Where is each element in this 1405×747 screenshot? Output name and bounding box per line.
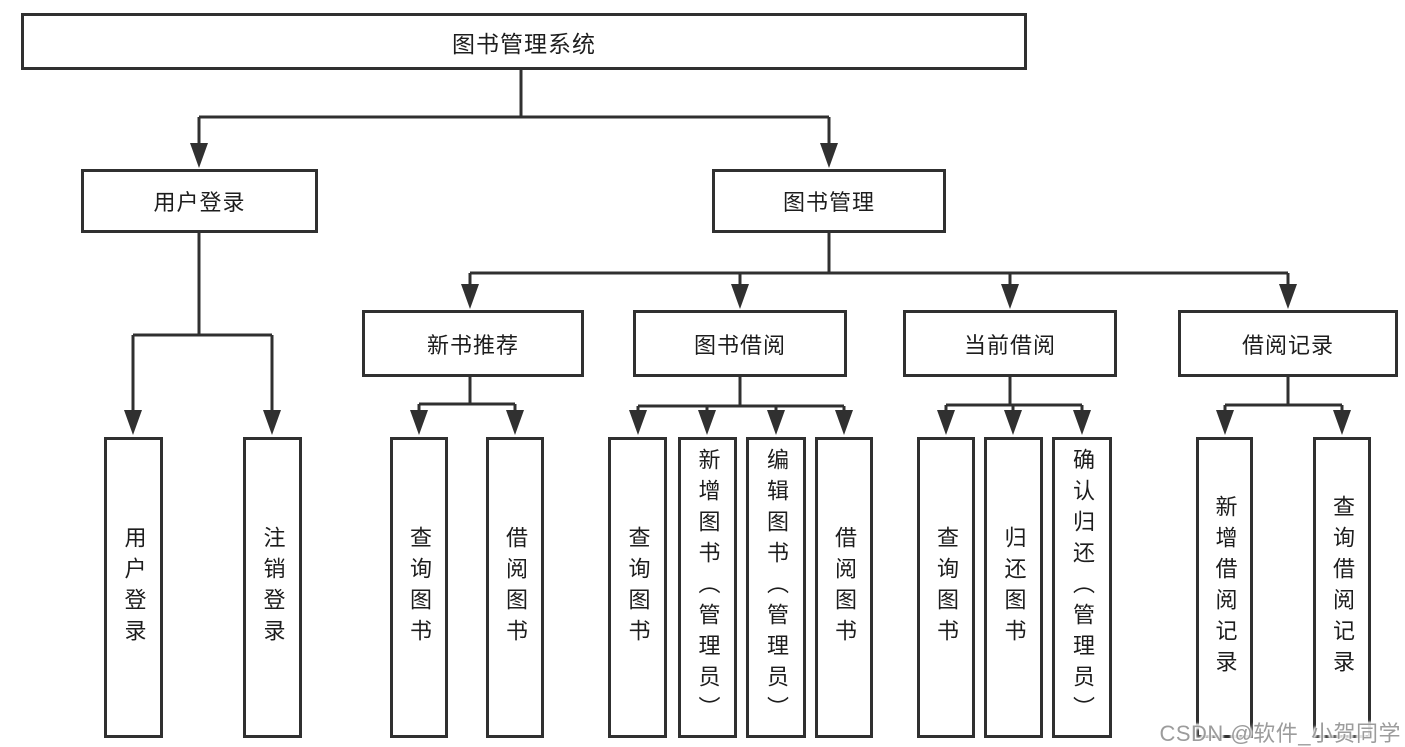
arrowheads-level3 [461, 284, 1297, 309]
leaf-confirm-return-admin-label: 确认归还（管理员） [1070, 448, 1095, 727]
leaf-logout: 注销登录 [243, 437, 302, 738]
leaf-query-books-borrow-label: 查询图书 [625, 525, 651, 650]
leaf-user-login: 用户登录 [104, 437, 163, 738]
leaf-borrow-books: 借阅图书 [815, 437, 873, 738]
node-borrow-records: 借阅记录 [1178, 310, 1398, 377]
leaf-add-books-admin: 新增图书（管理员） [678, 437, 737, 738]
node-book-borrow: 图书借阅 [633, 310, 847, 377]
leaf-return-books: 归还图书 [984, 437, 1043, 738]
edge-book-management-to-level3 [468, 233, 1290, 288]
node-user-login-group-label: 用户登录 [153, 190, 246, 215]
watermark: CSDN @软件_小贺同学 [1159, 721, 1401, 746]
arrowheads-current-borrow-leaves [937, 410, 1091, 435]
arrowheads-new-book-leaves [410, 410, 524, 435]
edge-user-login-to-leaves [131, 233, 274, 414]
leaf-query-books-recommend: 查询图书 [390, 437, 448, 738]
leaf-query-borrow-record-label: 查询借阅记录 [1330, 494, 1355, 681]
leaf-borrow-books-label: 借阅图书 [832, 525, 857, 650]
leaf-logout-label: 注销登录 [260, 525, 286, 650]
leaf-query-books-recommend-label: 查询图书 [407, 525, 432, 650]
node-current-borrow: 当前借阅 [903, 310, 1117, 377]
arrowheads-user-login-leaves [124, 410, 281, 435]
node-new-book-recommend-label: 新书推荐 [426, 332, 519, 358]
edge-borrow-records-to-leaves [1223, 377, 1344, 414]
leaf-edit-books-admin: 编辑图书（管理员） [746, 437, 806, 738]
node-book-borrow-label: 图书借阅 [693, 332, 786, 358]
edge-current-borrow-to-leaves [944, 377, 1084, 414]
leaf-borrow-books-recommend-label: 借阅图书 [503, 525, 528, 650]
leaf-add-borrow-record-label: 新增借阅记录 [1212, 494, 1238, 681]
node-new-book-recommend: 新书推荐 [362, 310, 584, 377]
leaf-query-books-borrow: 查询图书 [608, 437, 667, 738]
node-user-login-group: 用户登录 [81, 169, 318, 233]
leaf-add-borrow-record: 新增借阅记录 [1196, 437, 1253, 738]
edge-book-borrow-to-leaves [636, 377, 846, 414]
leaf-query-books-current-label: 查询图书 [934, 525, 959, 650]
leaf-add-books-admin-label: 新增图书（管理员） [695, 448, 721, 727]
leaf-borrow-books-recommend: 借阅图书 [486, 437, 544, 738]
node-root-system: 图书管理系统 [21, 13, 1027, 70]
arrowheads-borrow-records-leaves [1216, 410, 1351, 435]
node-root-system-label: 图书管理系统 [452, 30, 596, 57]
leaf-edit-books-admin-label: 编辑图书（管理员） [764, 448, 789, 727]
node-book-management-group-label: 图书管理 [782, 190, 875, 215]
arrowheads-book-borrow-leaves [629, 410, 853, 435]
edge-new-book-to-leaves [417, 377, 517, 414]
leaf-return-books-label: 归还图书 [1001, 525, 1027, 650]
leaf-user-login-label: 用户登录 [121, 525, 147, 650]
leaf-query-books-current: 查询图书 [917, 437, 975, 738]
leaf-confirm-return-admin: 确认归还（管理员） [1052, 437, 1112, 738]
arrowheads-level2 [190, 143, 838, 168]
node-book-management-group: 图书管理 [712, 169, 946, 233]
node-borrow-records-label: 借阅记录 [1241, 332, 1334, 358]
edge-root-to-level2 [197, 70, 831, 146]
leaf-query-borrow-record: 查询借阅记录 [1313, 437, 1371, 738]
node-current-borrow-label: 当前借阅 [963, 332, 1056, 358]
